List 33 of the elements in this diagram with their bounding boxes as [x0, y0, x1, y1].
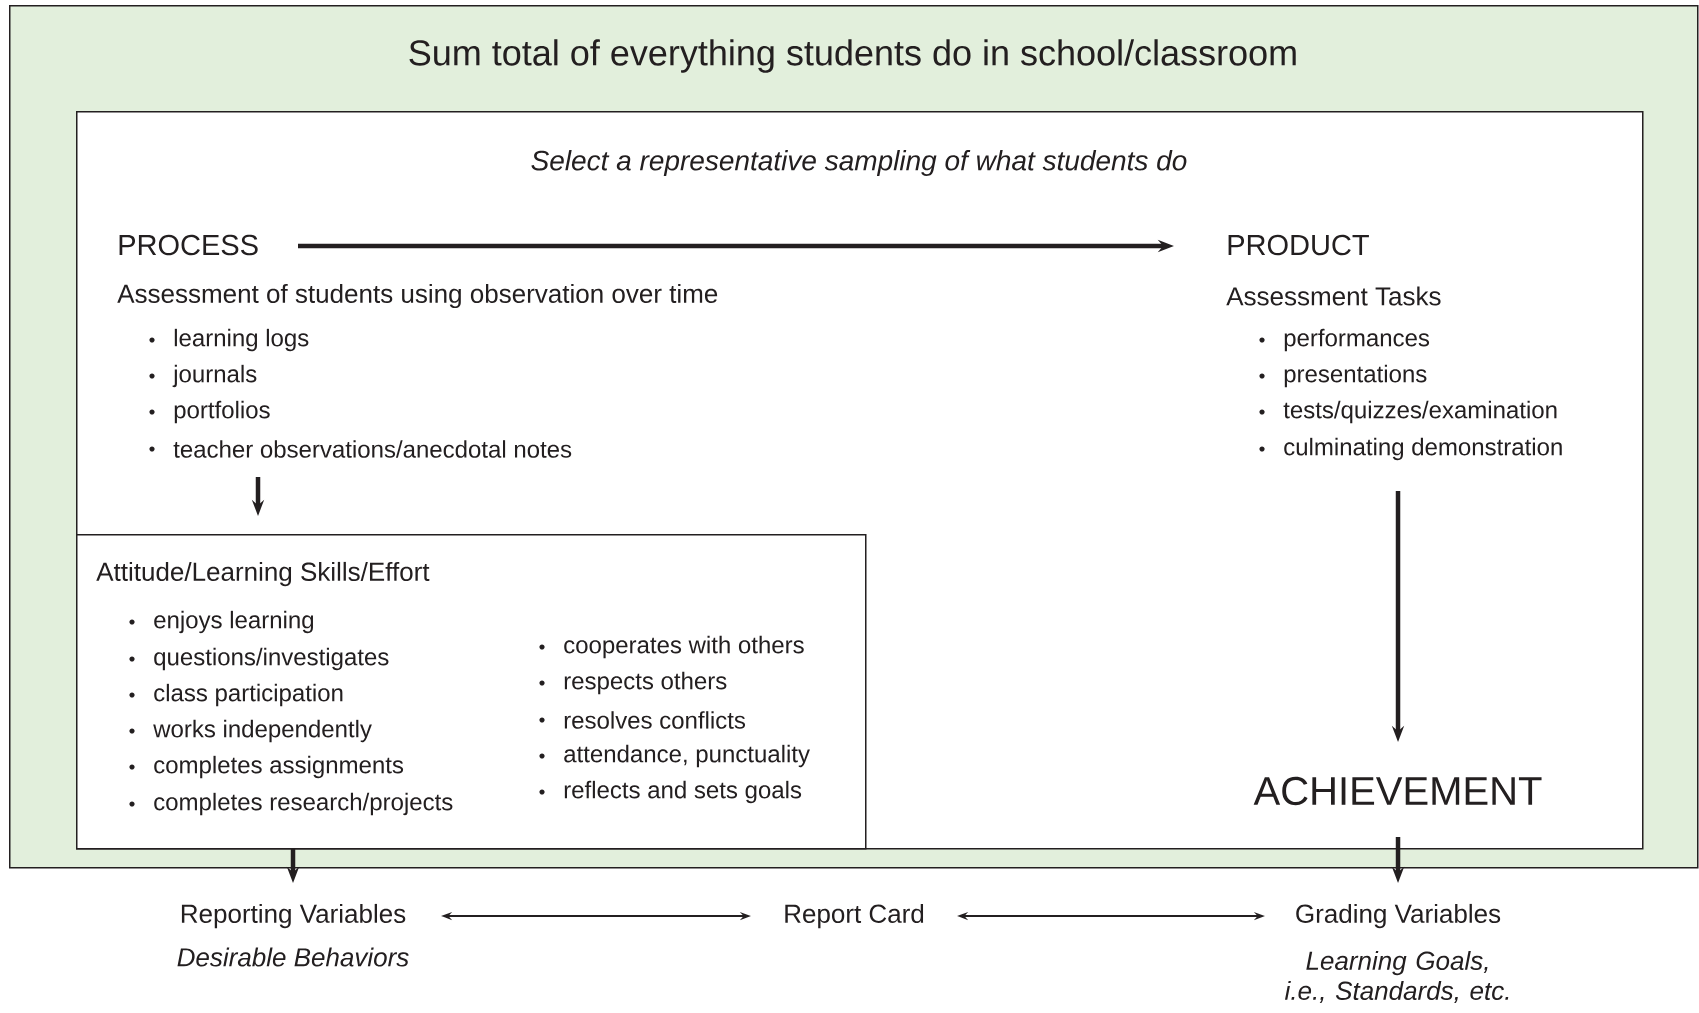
list-item: resolves conflicts: [539, 711, 746, 729]
list-item: respects others: [539, 671, 727, 695]
list-item: enjoys learning: [129, 610, 314, 634]
heading: Assessment Tasks: [1226, 286, 1441, 306]
list-item: questions/investigates: [129, 647, 389, 671]
subtitle: Select a representative sampling of what students do: [531, 149, 1187, 177]
heading: PROCESS: [119, 234, 258, 256]
list-item: completes assignments: [129, 755, 404, 779]
heading: Report Card: [785, 903, 924, 929]
list-item: cooperates with others: [539, 635, 804, 659]
note: Desirable Behaviors: [177, 947, 409, 967]
heading: ACHIEVEMENT: [1253, 776, 1542, 806]
list-item: class participation: [129, 683, 343, 707]
list-item: portfolios: [149, 400, 270, 424]
list-box: [76, 534, 867, 850]
list-item: tests/quizzes/examination: [1259, 400, 1557, 424]
title: Sum total of everything students do in school/classroom: [409, 39, 1296, 73]
note: Learning Goals, i.e., Standards, etc.: [1285, 950, 1509, 1004]
list-item: reflects and sets goals: [539, 780, 802, 804]
heading: Attitude/Learning Skills/Effort: [96, 561, 430, 587]
list-item: performances: [1259, 328, 1430, 352]
list-item: completes research/projects: [129, 792, 453, 816]
heading: Reporting Variables: [181, 903, 406, 929]
heading: PRODUCT: [1228, 234, 1369, 256]
list-item: attendance, punctuality: [539, 744, 810, 768]
list-item: journals: [149, 364, 257, 388]
list-item: culminating demonstration: [1259, 437, 1562, 461]
heading: Assessment of students using observation over time: [117, 283, 718, 309]
list-item: works independently: [129, 719, 372, 743]
list-item: teacher observations/anecdotal notes: [149, 440, 572, 458]
list-item: learning logs: [149, 328, 309, 352]
heading: Grading Variables: [1296, 903, 1501, 929]
list-item: presentations: [1259, 364, 1427, 388]
